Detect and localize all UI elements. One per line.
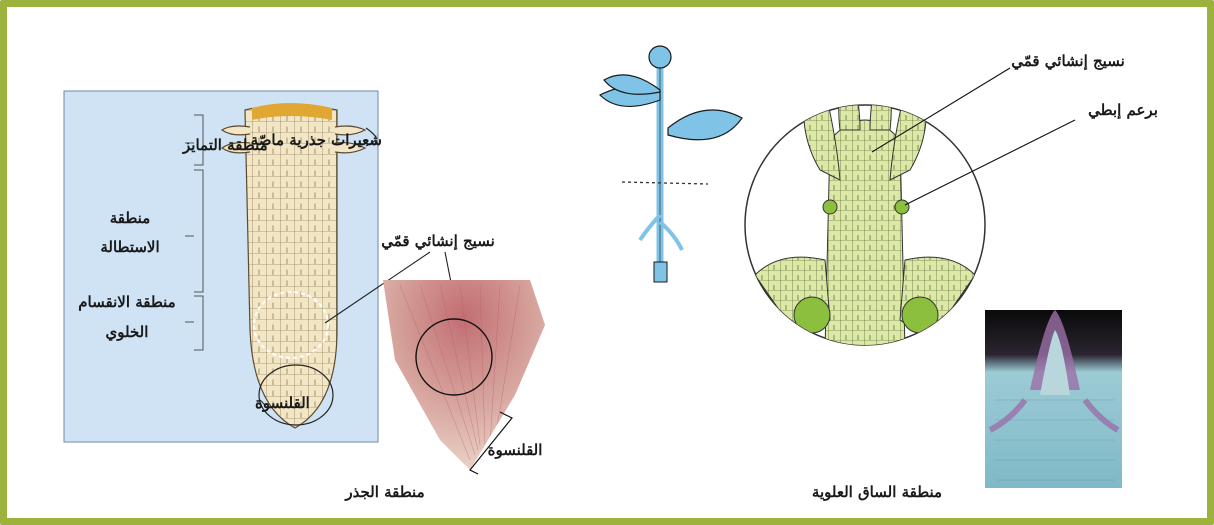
label-root-hairs: شعيرات جذرية ماصّة <box>251 131 382 149</box>
label-zone-division-1: منطقة الانقسام <box>78 293 175 311</box>
label-root-cap: القلنسوة <box>255 394 310 412</box>
label-zone-elongation-1: منطقة <box>110 209 151 227</box>
stem-tip-diagram <box>745 55 985 350</box>
label-root-apical-meristem: نسيج إنشائي قمّي <box>381 232 495 251</box>
label-zone-division-2: الخلوي <box>106 323 149 342</box>
stem-micrograph <box>985 310 1122 488</box>
caption-root-region: منطقة الجذر <box>344 483 424 501</box>
label-axillary-bud: برعم إبطي <box>1088 101 1158 120</box>
label-micrograph-cap: القلنسوة <box>488 441 543 459</box>
seedling-icon <box>600 46 742 282</box>
caption-stem-region: منطقة الساق العلوية <box>812 483 942 501</box>
label-zone-elongation-2: الاستطالة <box>100 238 159 256</box>
label-stem-apical-meristem: نسيج إنشائي قمّي <box>1011 52 1125 71</box>
